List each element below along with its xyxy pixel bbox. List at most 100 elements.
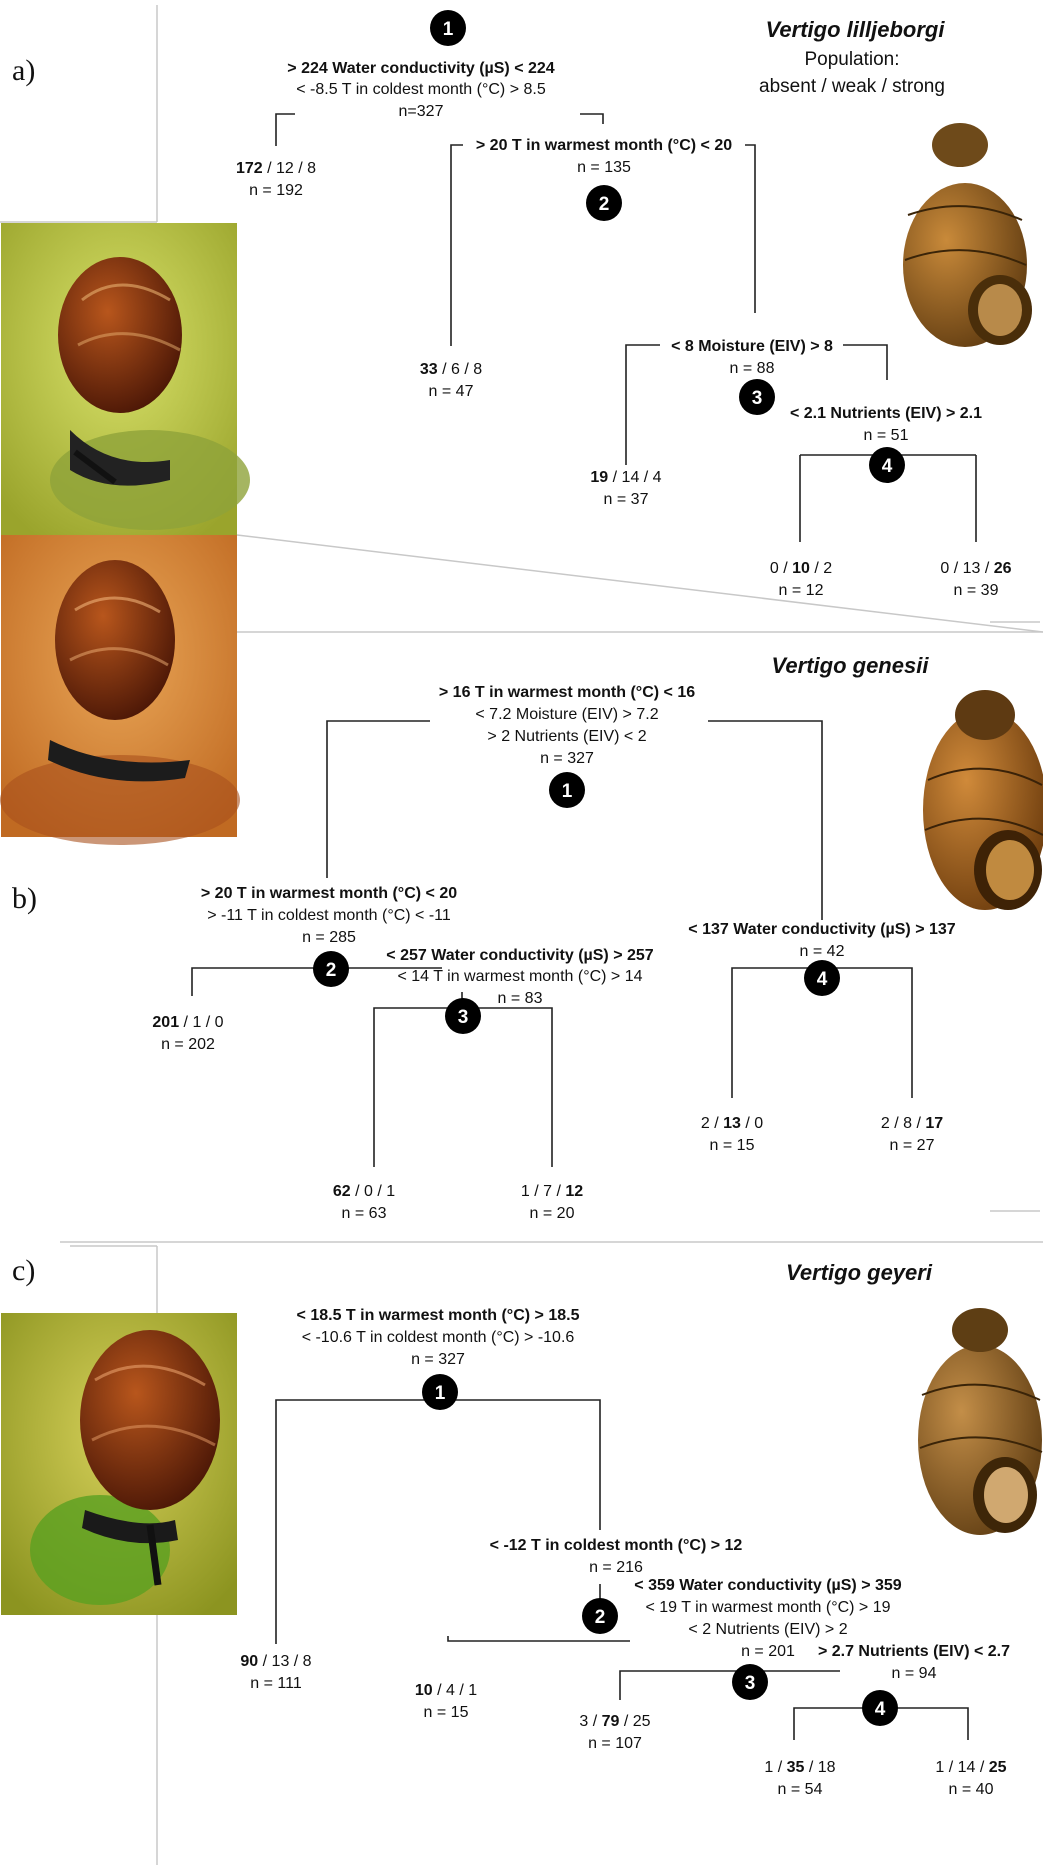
node-sample-size: n = 201 (741, 1643, 795, 1660)
leaf: 10 / 4 / 1 n = 15 (415, 1682, 477, 1721)
node-number: 2 (595, 1607, 606, 1628)
node-sample-size: n = 42 (800, 943, 845, 960)
leaf-counts: 0 / 13 / 26 (940, 560, 1011, 577)
leaf: 1 / 35 / 18 n = 54 (764, 1759, 835, 1798)
node-sample-size: n = 94 (892, 1665, 937, 1682)
node-sample-size: n=327 (399, 103, 444, 120)
leaf: 1 / 14 / 25 n = 40 (935, 1759, 1006, 1798)
node-sample-size: n = 327 (540, 750, 594, 767)
node-sample-size: n = 51 (864, 427, 909, 444)
live-snail-photo-1 (1, 223, 250, 535)
split-rule: < 2.1 Nutrients (EIV) > 2.1 (790, 405, 982, 422)
split-rule-secondary: > -11 T in coldest month (°C) < -11 (207, 907, 451, 924)
leaf: 0 / 10 / 2 n = 12 (770, 560, 832, 599)
leaf-counts: 201 / 1 / 0 (152, 1014, 223, 1031)
tree-node: > 16 T in warmest month (°C) < 16 < 7.2 … (439, 684, 695, 808)
split-rule: > 224 Water conductivity (µS) < 224 (287, 60, 554, 77)
node-sample-size: n = 216 (589, 1559, 643, 1576)
leaf: 90 / 13 / 8 n = 111 (240, 1653, 311, 1692)
leaf: 201 / 1 / 0 n = 202 (152, 1014, 223, 1053)
population-levels: absent / weak / strong (759, 76, 945, 97)
node-number: 2 (326, 960, 337, 981)
split-rule-secondary: < 7.2 Moisture (EIV) > 7.2 (475, 706, 658, 723)
node-number: 3 (745, 1673, 756, 1694)
tree-node: < 137 Water conductivity (µS) > 137 n = … (688, 921, 955, 996)
leaf-sample-size: n = 63 (342, 1205, 387, 1222)
leaf-sample-size: n = 20 (530, 1205, 575, 1222)
leaf-sample-size: n = 40 (949, 1781, 994, 1798)
split-rule: < 137 Water conductivity (µS) > 137 (688, 921, 955, 938)
node-number: 3 (752, 388, 763, 409)
leaf-sample-size: n = 54 (778, 1781, 823, 1798)
node-sample-size: n = 88 (730, 360, 775, 377)
node-sample-size: n = 285 (302, 929, 356, 946)
leaf-counts: 10 / 4 / 1 (415, 1682, 477, 1699)
tree-node: < 8 Moisture (EIV) > 8 n = 88 3 (671, 338, 833, 415)
node-number: 1 (562, 781, 573, 802)
species-title: Vertigo geyeri (786, 1260, 933, 1285)
panel-label: c) (12, 1254, 35, 1287)
leaf-sample-size: n = 202 (161, 1036, 215, 1053)
split-rule: < 359 Water conductivity (µS) > 359 (634, 1577, 901, 1594)
node-number: 4 (882, 456, 893, 477)
leaf-sample-size: n = 47 (429, 383, 474, 400)
leaf-counts: 2 / 13 / 0 (701, 1115, 763, 1132)
leaf-sample-size: n = 107 (588, 1735, 642, 1752)
split-rule-secondary: < 19 T in warmest month (°C) > 19 (645, 1599, 890, 1616)
leaf: 62 / 0 / 1 n = 63 (333, 1183, 395, 1222)
tree-node: < 2.1 Nutrients (EIV) > 2.1 n = 51 4 (790, 405, 982, 483)
leaf-sample-size: n = 12 (779, 582, 824, 599)
split-rule: < 18.5 T in warmest month (°C) > 18.5 (297, 1307, 580, 1324)
shell-photo-lilljeborgi (903, 123, 1032, 347)
split-rule: > 20 T in warmest month (°C) < 20 (476, 137, 732, 154)
split-rule: < -12 T in coldest month (°C) > 12 (490, 1537, 743, 1554)
leaf: 2 / 13 / 0 n = 15 (701, 1115, 763, 1154)
shell-photo-geyeri (918, 1308, 1042, 1535)
leaf-sample-size: n = 111 (250, 1675, 302, 1692)
leaf-sample-size: n = 39 (954, 582, 999, 599)
leaf-counts: 2 / 8 / 17 (881, 1115, 943, 1132)
node-number: 4 (817, 969, 828, 990)
node-sample-size: n = 327 (411, 1351, 465, 1368)
node-number: 2 (599, 194, 610, 215)
leaf: 172 / 12 / 8 n = 192 (236, 160, 316, 199)
split-rule-secondary: < -8.5 T in coldest month (°C) > 8.5 (296, 81, 546, 98)
tree-node: > 2.7 Nutrients (EIV) < 2.7 n = 94 4 (818, 1643, 1010, 1726)
leaf: 0 / 13 / 26 n = 39 (940, 560, 1011, 599)
leaf-counts: 1 / 35 / 18 (764, 1759, 835, 1776)
leaf: 3 / 79 / 25 n = 107 (579, 1713, 650, 1752)
split-rule: > 16 T in warmest month (°C) < 16 (439, 684, 695, 701)
split-rule-secondary: < -10.6 T in coldest month (°C) > -10.6 (302, 1329, 575, 1346)
tree-node: < 18.5 T in warmest month (°C) > 18.5 < … (297, 1307, 580, 1410)
leaf-sample-size: n = 15 (710, 1137, 755, 1154)
node-number: 1 (443, 19, 454, 40)
leaf-counts: 1 / 7 / 12 (521, 1183, 583, 1200)
leaf-counts: 90 / 13 / 8 (240, 1653, 311, 1670)
tree-node: 1 > 224 Water conductivity (µS) < 224 < … (287, 10, 554, 120)
node-number: 4 (875, 1699, 886, 1720)
tree-node: < 257 Water conductivity (µS) > 257 < 14… (386, 947, 653, 1034)
population-label: Population: (804, 49, 899, 70)
species-title: Vertigo lilljeborgi (766, 17, 946, 42)
split-rule-secondary: > 2 Nutrients (EIV) < 2 (487, 728, 646, 745)
leaf: 1 / 7 / 12 n = 20 (521, 1183, 583, 1222)
node-number: 1 (435, 1383, 446, 1404)
leaf-sample-size: n = 15 (424, 1704, 469, 1721)
leaf-counts: 62 / 0 / 1 (333, 1183, 395, 1200)
leaf-counts: 172 / 12 / 8 (236, 160, 316, 177)
leaf-counts: 3 / 79 / 25 (579, 1713, 650, 1730)
split-rule: < 8 Moisture (EIV) > 8 (671, 338, 833, 355)
shell-photo-genesii (923, 690, 1043, 910)
panel-label: a) (12, 54, 35, 87)
leaf-sample-size: n = 37 (604, 491, 649, 508)
leaf-sample-size: n = 27 (890, 1137, 935, 1154)
leaf-counts: 0 / 10 / 2 (770, 560, 832, 577)
leaf: 2 / 8 / 17 n = 27 (881, 1115, 943, 1154)
panel-label: b) (12, 882, 37, 915)
leaf-counts: 19 / 14 / 4 (590, 469, 661, 486)
node-number: 3 (458, 1007, 469, 1028)
live-snail-photo-2 (0, 535, 240, 845)
species-title: Vertigo genesii (772, 653, 930, 678)
tree-node: > 20 T in warmest month (°C) < 20 n = 13… (476, 137, 732, 221)
